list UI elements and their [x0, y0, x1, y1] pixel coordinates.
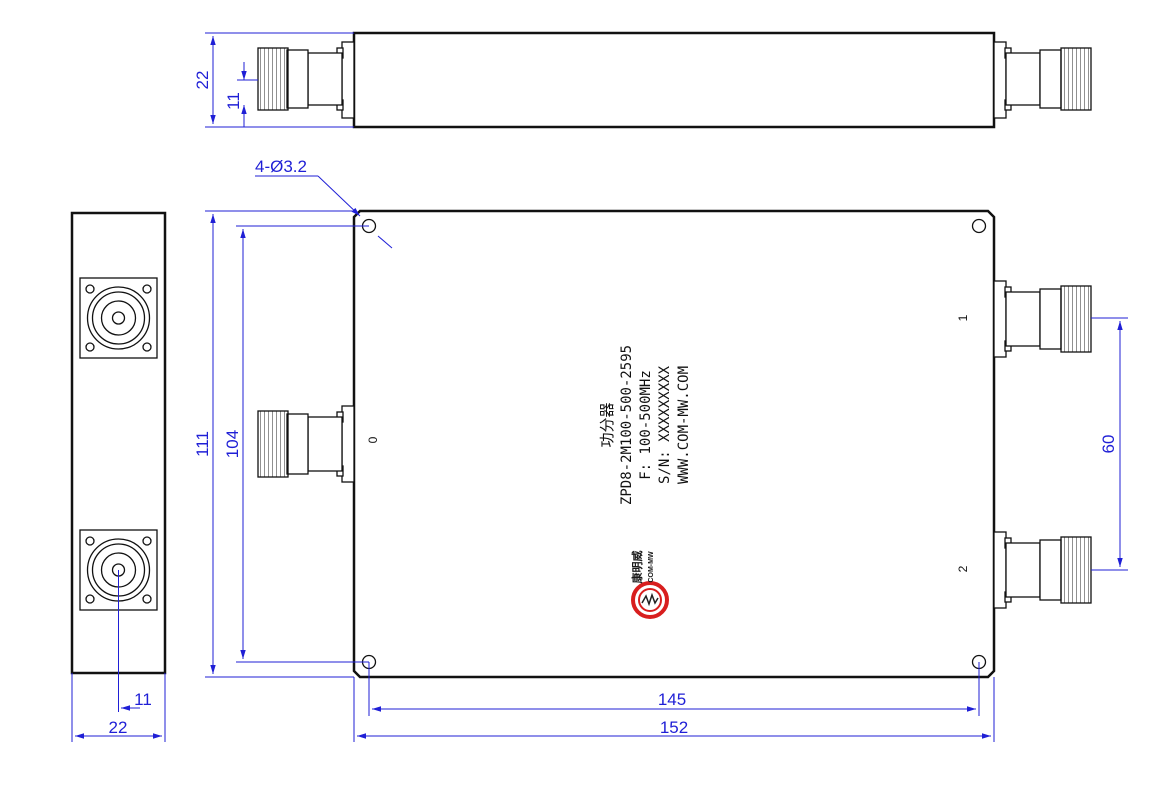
- dim-hole: 4-Ø3.2: [255, 157, 307, 176]
- dim-side-width: 22: [109, 718, 128, 737]
- front-view: 0 1 2 功分器 ZPD8-2M100-500-2595 F: 100-500…: [193, 157, 1128, 742]
- dim-bottom-inner: 145: [658, 690, 686, 709]
- side-view: 11 22: [70, 211, 167, 742]
- side-connector-top: [79, 277, 158, 359]
- top-left-connector: [257, 41, 355, 119]
- output-connector-2: [993, 531, 1092, 609]
- label-freq: F: 100-500MHz: [638, 370, 654, 480]
- dim-bottom-total: 152: [660, 718, 688, 737]
- top-right-connector: [993, 41, 1092, 119]
- port-label-2: 2: [956, 565, 970, 572]
- dim-side-conn: 11: [134, 690, 152, 709]
- top-body: [352, 31, 996, 129]
- input-connector: [257, 405, 355, 483]
- logo-brand: COM-MW: [648, 551, 655, 582]
- product-label: 功分器 ZPD8-2M100-500-2595 F: 100-500MHz S/…: [598, 345, 692, 505]
- port-label-input: 0: [366, 436, 380, 443]
- company-logo: 康明威 COM-MW: [630, 551, 669, 619]
- label-web: WWW.COM-MW.COM: [676, 366, 692, 484]
- label-name: 功分器: [598, 402, 616, 447]
- label-sn: S/N: XXXXXXXXX: [657, 365, 673, 484]
- dim-top-conn: 11: [224, 92, 243, 110]
- dim-left-height: 111: [193, 431, 212, 457]
- logo-chinese: 康明威: [630, 551, 644, 584]
- front-body: [352, 209, 996, 679]
- output-connector-1: [993, 280, 1092, 358]
- top-view: 22 11: [193, 31, 1092, 129]
- port-label-1: 1: [956, 314, 970, 321]
- dim-port-spacing: 60: [1099, 435, 1118, 454]
- dim-top-height: 22: [193, 71, 212, 90]
- label-model: ZPD8-2M100-500-2595: [619, 345, 635, 505]
- dim-left-inner: 104: [223, 430, 242, 458]
